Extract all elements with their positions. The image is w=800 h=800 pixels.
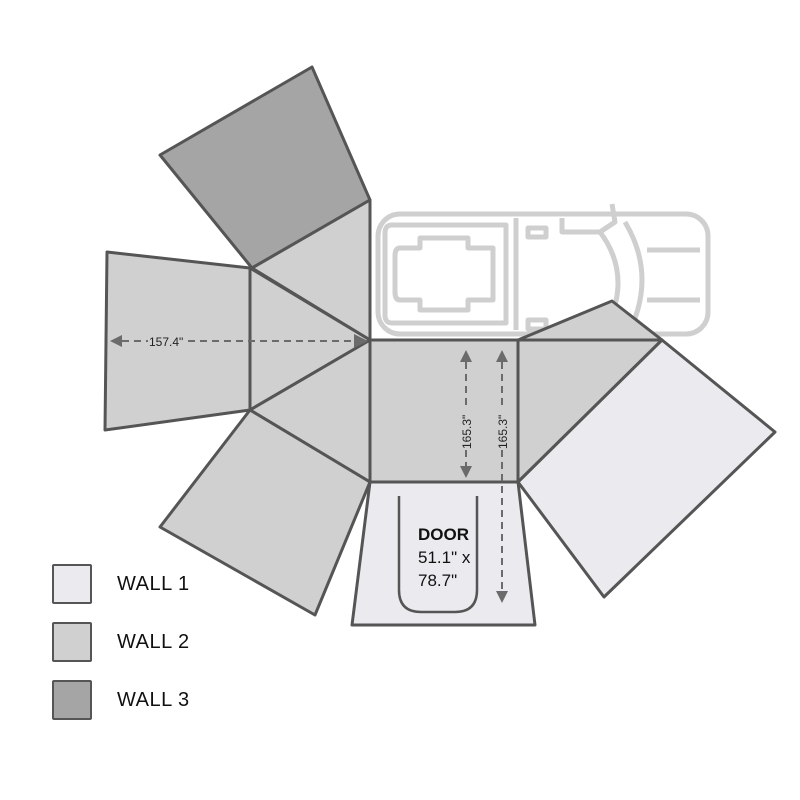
arrow-down-icon [460, 466, 472, 478]
wall1-right-panel [516, 338, 777, 599]
legend: WALL 1 WALL 2 WALL 3 [52, 562, 190, 736]
width-dimension: 157.4" [110, 334, 368, 349]
depth-dimension-2: 165.3" [496, 350, 510, 603]
arrow-down-icon [496, 591, 508, 603]
legend-label: WALL 2 [117, 630, 190, 653]
door-outline [397, 496, 479, 614]
wall2-lower-left-panel [158, 408, 372, 617]
arrow-left-icon [110, 335, 122, 347]
wall2-swatch [52, 622, 92, 662]
legend-item-wall3: WALL 3 [52, 678, 190, 722]
wall1-swatch [52, 564, 92, 604]
width-dimension-label: 157.4" [149, 335, 183, 349]
depth-dimension-2-label: 165.3" [496, 415, 510, 449]
legend-label: WALL 1 [117, 572, 190, 595]
door-size-height: 78.7" [418, 571, 457, 590]
wall3-swatch [52, 680, 92, 720]
vehicle-outline-icon [375, 203, 711, 337]
legend-label: WALL 3 [117, 688, 190, 711]
door-size-width: 51.1" x [418, 548, 471, 567]
arrow-up-icon [460, 350, 472, 362]
arrow-up-icon [496, 350, 508, 362]
legend-item-wall2: WALL 2 [52, 620, 190, 664]
depth-dimension-1-label: 165.3" [460, 415, 474, 449]
arrow-right-icon [354, 334, 368, 348]
legend-item-wall1: WALL 1 [52, 562, 190, 606]
door-title: DOOR [418, 525, 469, 544]
depth-dimension-1: 165.3" [460, 350, 474, 478]
wall2-center-roof [368, 338, 520, 484]
